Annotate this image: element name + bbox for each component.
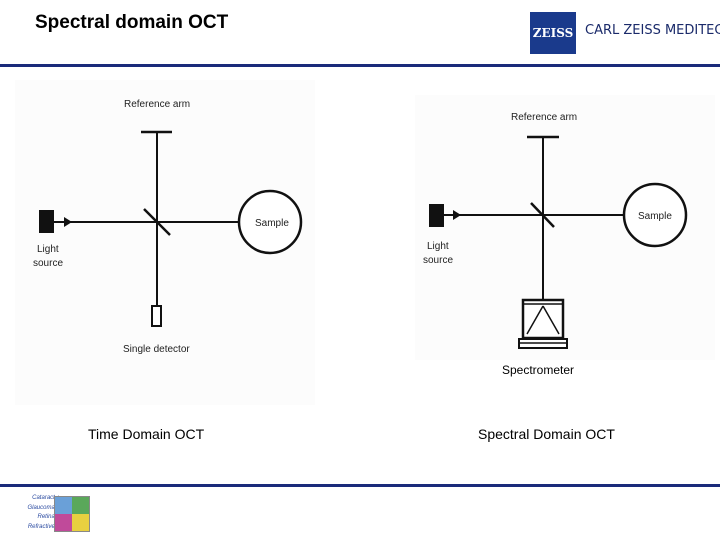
specialty-cataract: Cataract + <box>32 495 60 501</box>
left-light-label: Light <box>37 244 59 255</box>
spectrometer-icon <box>518 298 568 349</box>
right-light-source <box>429 204 444 227</box>
time-domain-caption: Time Domain OCT <box>88 426 205 442</box>
time-domain-diagram: Reference arm Sample Light source Single… <box>33 99 303 355</box>
left-single-detector <box>151 305 162 327</box>
badge-quadrant-yellow <box>72 514 89 531</box>
specialty-list: Cataract + Glaucoma + Retina + Refractiv… <box>8 494 60 532</box>
right-light-arrow-icon <box>453 210 461 220</box>
specialty-retina: Retina + <box>37 514 60 520</box>
company-name: CARL ZEISS MEDITEC <box>585 23 720 38</box>
header-divider <box>0 64 720 67</box>
left-reference-arm-label: Reference arm <box>124 99 190 110</box>
right-sample-label: Sample <box>638 211 672 222</box>
left-source-label: source <box>33 258 63 269</box>
left-sample-circle <box>237 189 303 255</box>
right-source-label: source <box>423 255 453 266</box>
right-light-label: Light <box>427 241 449 252</box>
spectral-domain-caption: Spectral Domain OCT <box>478 426 615 442</box>
left-light-source <box>39 210 54 233</box>
left-light-arrow-icon <box>64 217 72 227</box>
left-detector-label: Single detector <box>123 344 190 355</box>
spectrometer-label: Spectrometer <box>502 363 575 377</box>
left-beam-splitter <box>143 208 171 236</box>
specialty-badge: Cataract + Glaucoma + Retina + Refractiv… <box>8 494 90 532</box>
zeiss-logo-mark: ZEISS <box>530 12 576 54</box>
badge-quadrant-green <box>72 497 89 514</box>
right-reference-arm-label: Reference arm <box>511 112 577 123</box>
slide-title: Spectral domain OCT <box>35 12 229 33</box>
right-sample-circle <box>622 182 688 248</box>
spectral-domain-diagram: Reference arm Sample Light source <box>423 112 688 349</box>
specialty-color-grid <box>54 496 90 532</box>
specialty-refractive: Refractive + <box>27 523 60 530</box>
footer-divider <box>0 484 720 487</box>
badge-quadrant-magenta <box>55 514 72 531</box>
left-sample-label: Sample <box>255 218 289 229</box>
right-beam-splitter <box>530 202 555 228</box>
zeiss-logo: ZEISS CARL ZEISS MEDITEC <box>530 12 720 54</box>
badge-quadrant-blue <box>55 497 72 514</box>
specialty-glaucoma: Glaucoma + <box>27 504 60 511</box>
